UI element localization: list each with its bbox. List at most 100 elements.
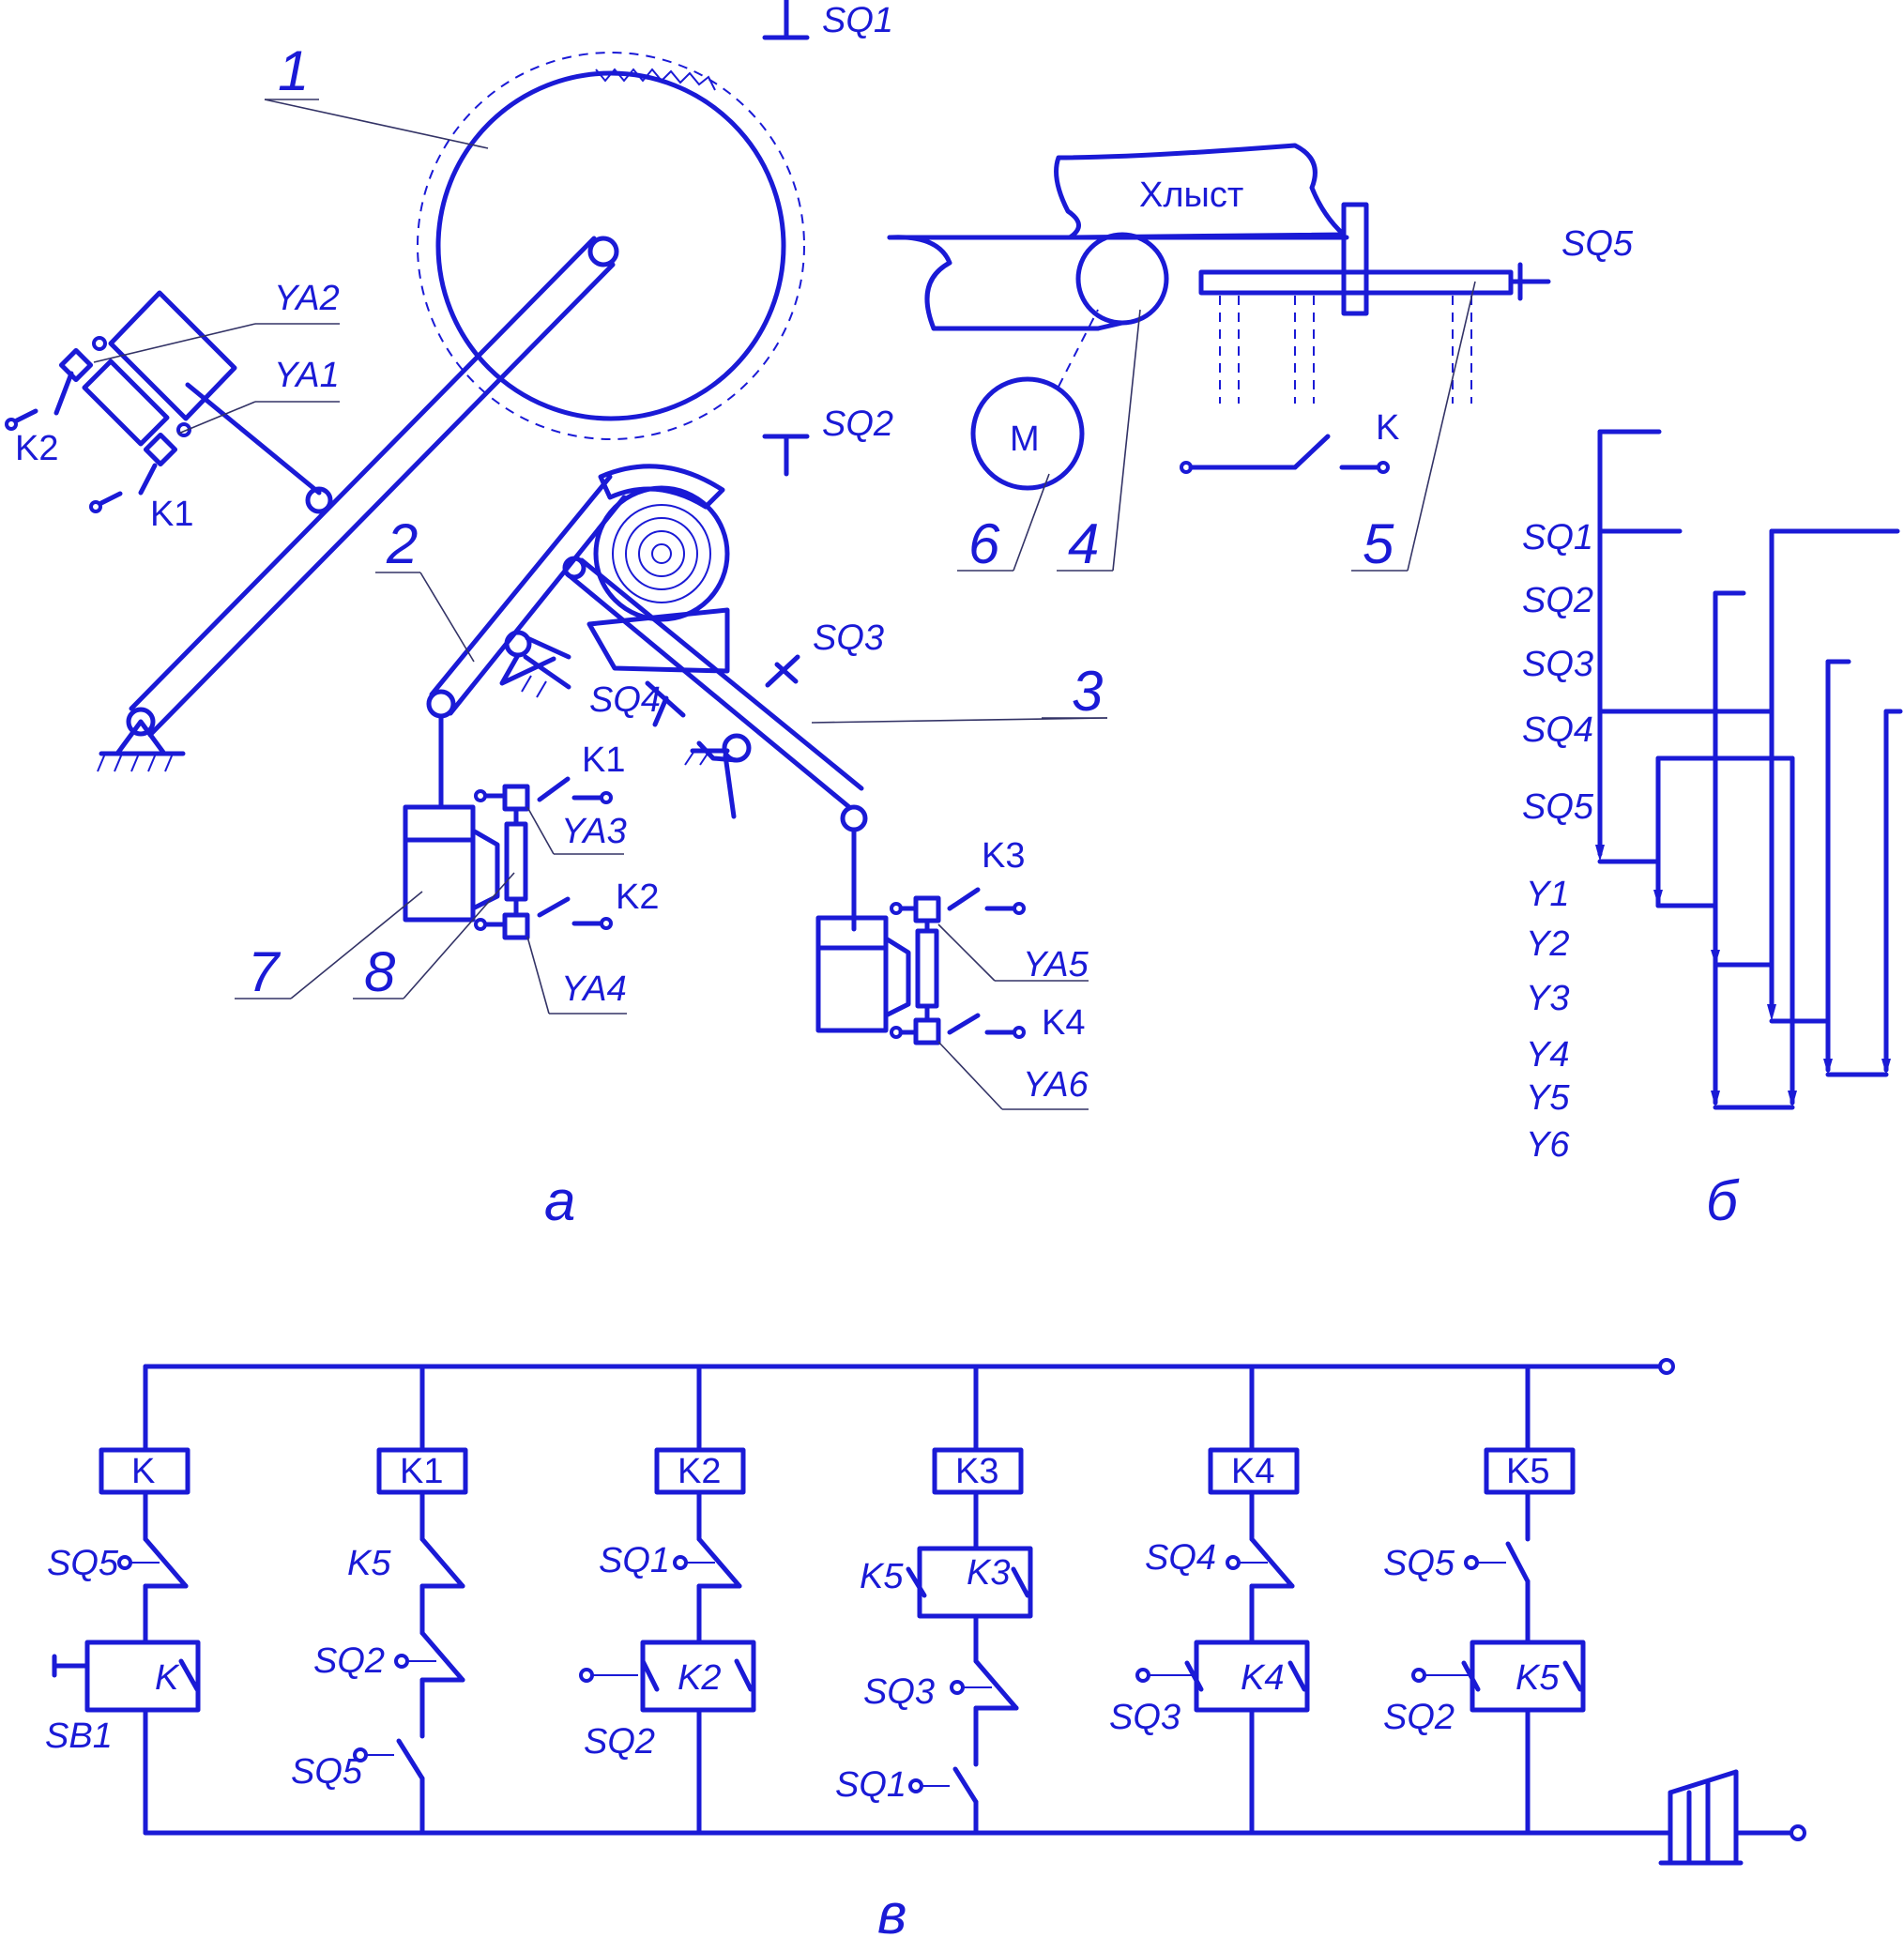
limit-switch-sq3-icon bbox=[765, 654, 800, 688]
label-k3: K3 bbox=[982, 836, 1025, 876]
hydro-cylinder-7-icon bbox=[403, 776, 613, 940]
label-k1-lower: K1 bbox=[582, 740, 625, 780]
cyclo-sq5: SQ5 bbox=[1522, 787, 1594, 827]
position-6: 6 bbox=[968, 512, 1000, 575]
coil-k3-label: K3 bbox=[955, 1452, 998, 1491]
cyclo-y6: Y6 bbox=[1526, 1125, 1570, 1165]
contact-sq5-k5: SQ5 bbox=[1383, 1544, 1455, 1583]
part-b-cyclogram: SQ1 SQ2 SQ3 SQ4 SQ5 Y1 Y2 Y3 Y4 Y5 Y6 bbox=[1522, 429, 1903, 1232]
log-icon bbox=[1054, 143, 1347, 240]
caption-c: в bbox=[877, 1883, 906, 1945]
leader-1 bbox=[264, 99, 489, 149]
coil-k4-label: K4 bbox=[1231, 1452, 1274, 1491]
contact-k3-self: K3 bbox=[967, 1553, 1010, 1593]
caption-b: б bbox=[1706, 1169, 1740, 1232]
circuit-column-k3 bbox=[906, 1364, 1033, 1836]
circuit-column-k2 bbox=[579, 1364, 756, 1836]
label-sq3: SQ3 bbox=[813, 618, 884, 658]
hydro-cylinder-right-icon bbox=[815, 887, 1026, 1045]
cyclo-sq2: SQ2 bbox=[1522, 581, 1593, 620]
coil-k-label: K bbox=[131, 1452, 155, 1491]
label-ya6: YA6 bbox=[1023, 1065, 1089, 1105]
label-k2-upper: K2 bbox=[15, 429, 58, 468]
cyclo-sq1: SQ1 bbox=[1522, 518, 1593, 557]
drum-icon bbox=[586, 464, 730, 674]
contact-sq1-k3: SQ1 bbox=[835, 1765, 906, 1805]
conveyor-icon bbox=[887, 232, 1349, 331]
cyclo-sq3: SQ3 bbox=[1522, 645, 1593, 684]
circuit-column-k bbox=[52, 1364, 201, 1836]
contact-sq3-k3: SQ3 bbox=[863, 1672, 935, 1712]
label-sq4: SQ4 bbox=[589, 680, 661, 720]
cyclo-y3: Y3 bbox=[1526, 979, 1569, 1018]
ground-pivot-icon bbox=[97, 719, 186, 772]
lever-3 bbox=[562, 556, 868, 932]
top-terminal bbox=[1658, 1358, 1675, 1375]
motor-icon bbox=[970, 309, 1099, 491]
pivot-3-icon bbox=[684, 733, 752, 819]
lever-2 bbox=[426, 474, 627, 810]
pivot-2-icon bbox=[499, 630, 571, 698]
contact-sq4-k4: SQ4 bbox=[1145, 1538, 1216, 1578]
contact-sq2-k5: SQ2 bbox=[1383, 1698, 1455, 1737]
contact-k4-self: K4 bbox=[1241, 1658, 1284, 1698]
contact-k5-self: K5 bbox=[1516, 1658, 1560, 1698]
label-ya2: YA2 bbox=[274, 279, 340, 318]
stop-plate-icon bbox=[1198, 202, 1551, 404]
long-lever bbox=[126, 236, 619, 738]
contact-sq3-k4: SQ3 bbox=[1109, 1698, 1180, 1737]
part-c-circuit: K SQ5 K SB1 K1 K5 SQ2 SQ5 bbox=[45, 1358, 1806, 1945]
circuit-column-k5 bbox=[1411, 1364, 1586, 1836]
label-k2-lower: K2 bbox=[616, 877, 659, 917]
contact-sq5-k1: SQ5 bbox=[291, 1752, 363, 1792]
position-5: 5 bbox=[1363, 512, 1394, 575]
label-sq5: SQ5 bbox=[1561, 224, 1634, 264]
circuit-column-k1 bbox=[353, 1364, 468, 1836]
position-8: 8 bbox=[364, 940, 396, 1003]
position-7: 7 bbox=[248, 940, 282, 1003]
label-ya1: YA1 bbox=[274, 356, 340, 395]
cyclogram-lines bbox=[1595, 429, 1903, 1110]
label-ya3: YA3 bbox=[561, 812, 627, 851]
cyclo-y5: Y5 bbox=[1526, 1078, 1570, 1118]
label-ya4: YA4 bbox=[561, 969, 627, 1009]
cyclo-y2: Y2 bbox=[1526, 924, 1569, 964]
caption-a: а bbox=[544, 1169, 575, 1232]
contact-sq2-k1: SQ2 bbox=[313, 1641, 385, 1681]
power-source-icon bbox=[1658, 1769, 1806, 1866]
contact-sq1-k2: SQ1 bbox=[599, 1541, 670, 1580]
contact-k5-k3: K5 bbox=[860, 1557, 904, 1596]
contact-sq2-k2: SQ2 bbox=[584, 1722, 655, 1762]
label-k: K bbox=[1376, 408, 1399, 448]
limit-switch-sq4-icon bbox=[645, 680, 686, 727]
coil-k5-label: K5 bbox=[1506, 1452, 1549, 1491]
label-sq1: SQ1 bbox=[822, 1, 893, 40]
position-3: 3 bbox=[1072, 660, 1103, 723]
contact-k-self: K bbox=[155, 1658, 180, 1698]
button-sb1: SB1 bbox=[45, 1717, 113, 1756]
limit-switch-sq1-icon bbox=[762, 0, 810, 40]
label-ya5: YA5 bbox=[1023, 945, 1089, 984]
position-4: 4 bbox=[1068, 512, 1099, 575]
limit-switch-sq2-icon bbox=[762, 434, 810, 477]
position-2: 2 bbox=[386, 512, 418, 575]
coil-k2-label: K2 bbox=[678, 1452, 721, 1491]
contact-sq5-k: SQ5 bbox=[47, 1544, 119, 1583]
cyclo-sq4: SQ4 bbox=[1522, 710, 1593, 750]
gear-wheel-icon bbox=[417, 52, 805, 440]
circuit-column-k4 bbox=[1135, 1364, 1310, 1836]
label-k1-upper: K1 bbox=[150, 495, 193, 534]
contact-k2-self: K2 bbox=[678, 1658, 721, 1698]
part-a-mechanism: SQ1 1 bbox=[5, 0, 1634, 1232]
cyclo-y1: Y1 bbox=[1526, 875, 1569, 914]
coil-k1-label: K1 bbox=[400, 1452, 443, 1491]
position-1: 1 bbox=[278, 39, 309, 102]
label-k4: K4 bbox=[1042, 1003, 1085, 1043]
log-label: Хлыст bbox=[1139, 175, 1243, 215]
cyclo-y4: Y4 bbox=[1526, 1035, 1569, 1075]
contact-k-icon bbox=[1180, 434, 1390, 474]
contact-k5-k1: K5 bbox=[347, 1544, 391, 1583]
hydro-cylinder-upper-icon bbox=[58, 290, 333, 514]
motor-label: М bbox=[1010, 420, 1040, 459]
